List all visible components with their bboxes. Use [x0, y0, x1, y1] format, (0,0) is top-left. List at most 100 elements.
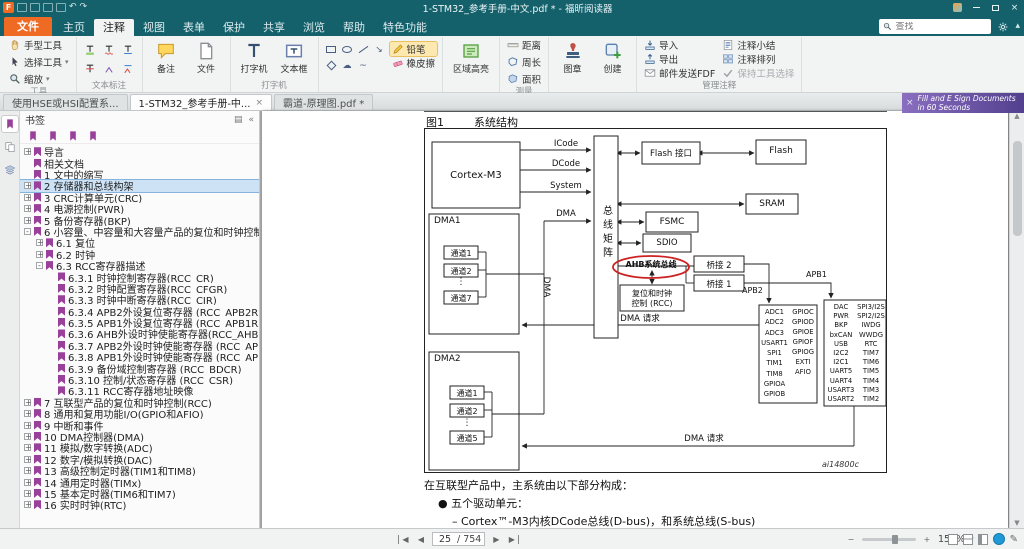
- email-icon[interactable]: [56, 3, 66, 12]
- bookmark-item[interactable]: + 13 高级控制定时器(TIM1和TIM8): [20, 465, 259, 476]
- tab-features[interactable]: 特色功能: [383, 21, 427, 34]
- summarize-comments-button[interactable]: 注释小结: [720, 38, 796, 52]
- first-page-button[interactable]: ◀: [398, 534, 410, 544]
- expander-icon[interactable]: +: [24, 192, 32, 202]
- annotate-status-icon[interactable]: ✎: [1009, 533, 1018, 545]
- expander-icon[interactable]: +: [24, 500, 32, 510]
- oval-shape-button[interactable]: [340, 42, 355, 57]
- expander-icon[interactable]: -: [36, 262, 43, 270]
- replace-text-button[interactable]: [120, 60, 137, 77]
- bookmark-item[interactable]: 6.3.6 AHB外设时钟使能寄存器(RCC_AHBENR): [20, 328, 259, 340]
- zoom-in-button[interactable]: +: [923, 534, 931, 544]
- hand-tool-button[interactable]: 手型工具: [7, 38, 64, 52]
- next-page-button[interactable]: ▶: [493, 534, 500, 544]
- print-icon[interactable]: [43, 3, 53, 12]
- page-thumbnails-button[interactable]: [2, 139, 18, 155]
- zoom-tool-button[interactable]: 缩放▾: [7, 72, 52, 86]
- bookmark-item[interactable]: 6.3.7 APB2外设时钟使能寄存器 (RCC_APB2ENR): [20, 340, 259, 351]
- line-shape-button[interactable]: [356, 42, 371, 57]
- area-highlight-button[interactable]: 区域高亮: [448, 38, 494, 75]
- bookmark-item[interactable]: + 2 存储器和总线构架: [20, 179, 259, 193]
- expand-bookmarks-icon[interactable]: [67, 130, 79, 142]
- red-annotation-ellipse[interactable]: [612, 255, 690, 279]
- bookmark-item[interactable]: + 16 实时时钟(RTC): [20, 499, 259, 511]
- tab-comment[interactable]: 注释: [94, 19, 134, 36]
- tab-home[interactable]: 主页: [63, 21, 85, 34]
- bookmark-item[interactable]: + 8 通用和复用功能I/O(GPIO和AFIO): [20, 408, 259, 419]
- bookmark-item[interactable]: + 4 电源控制(PWR): [20, 203, 259, 214]
- single-page-view-icon[interactable]: [947, 533, 958, 545]
- bookmark-item[interactable]: + 9 中断和事件: [20, 419, 259, 431]
- expander-icon[interactable]: +: [24, 147, 32, 157]
- doc-tab-hse-config[interactable]: 使用HSE或HSI配置系...: [3, 94, 128, 110]
- export-comments-button[interactable]: 导出: [642, 52, 717, 66]
- perimeter-tool-button[interactable]: 周长: [505, 55, 543, 69]
- arrange-comments-button[interactable]: 注释排列: [720, 52, 796, 66]
- bookmark-item[interactable]: 6.3.5 APB1外设复位寄存器 (RCC_APB1RSTR): [20, 317, 259, 328]
- create-button[interactable]: 创建: [594, 38, 631, 75]
- expander-icon[interactable]: +: [24, 420, 32, 430]
- minimize-button[interactable]: [967, 0, 986, 15]
- bookmark-item[interactable]: + 15 基本定时器(TIM6和TIM7): [20, 488, 259, 499]
- tab-form[interactable]: 表单: [183, 21, 205, 34]
- previous-page-button[interactable]: ◀: [417, 534, 425, 544]
- eraser-tool-button[interactable]: 橡皮擦: [390, 56, 438, 70]
- polyline-shape-button[interactable]: ~: [356, 58, 371, 73]
- facing-pages-view-icon[interactable]: [977, 533, 988, 545]
- doc-tab-schematic[interactable]: 霸道-原理图.pdf *: [274, 94, 374, 110]
- delete-bookmark-icon[interactable]: [47, 130, 59, 142]
- bookmarks-panel-button[interactable]: [0, 115, 19, 133]
- expander-icon[interactable]: +: [36, 238, 44, 248]
- close-tab-icon[interactable]: ×: [255, 97, 264, 108]
- open-file-icon[interactable]: [17, 3, 27, 12]
- search-box[interactable]: [879, 19, 992, 34]
- bookmark-item[interactable]: 相关文档: [20, 157, 259, 169]
- strikeout-button[interactable]: [82, 60, 99, 77]
- continuous-view-icon[interactable]: [962, 533, 973, 545]
- expander-icon[interactable]: +: [24, 397, 32, 407]
- new-bookmark-icon[interactable]: [27, 130, 39, 142]
- layers-panel-button[interactable]: [2, 162, 18, 178]
- bookmark-item[interactable]: + 5 备份寄存器(BKP): [20, 214, 259, 226]
- expander-icon[interactable]: +: [24, 181, 32, 191]
- collapse-panel-icon[interactable]: «: [248, 114, 254, 125]
- stamp-button[interactable]: 图章: [554, 38, 591, 75]
- highlight-text-button[interactable]: [82, 41, 99, 58]
- pencil-tool-button[interactable]: 铅笔: [388, 41, 439, 57]
- bookmark-item[interactable]: 6.3.4 APB2外设复位寄存器 (RCC_APB2RSTR): [20, 305, 259, 317]
- undo-icon[interactable]: ↶: [69, 2, 77, 12]
- underline-button[interactable]: [120, 41, 137, 58]
- email-fdf-button[interactable]: 邮件发送FDF: [642, 66, 717, 80]
- bookmark-item[interactable]: 6.3.3 时钟中断寄存器(RCC_CIR): [20, 294, 259, 305]
- expander-icon[interactable]: +: [24, 454, 32, 464]
- bookmark-options-icon[interactable]: [87, 130, 99, 142]
- bookmark-item[interactable]: + 7 互联型产品的复位和时钟控制(RCC): [20, 397, 259, 408]
- bookmark-item[interactable]: 6.3.8 APB1外设时钟使能寄存器 (RCC_APB1ENR): [20, 351, 259, 362]
- tab-view[interactable]: 视图: [143, 21, 165, 34]
- close-banner-icon[interactable]: ×: [906, 98, 914, 108]
- bookmark-item[interactable]: + 6.2 时钟: [20, 249, 259, 260]
- redo-icon[interactable]: ↷: [79, 2, 88, 12]
- arrow-shape-button[interactable]: ↘: [372, 42, 387, 57]
- tab-browse[interactable]: 浏览: [303, 21, 325, 34]
- vertical-scrollbar[interactable]: ▲ ▼: [1009, 111, 1024, 528]
- page-number-input[interactable]: [436, 533, 454, 545]
- pdf-page[interactable]: 图1 系统结构: [262, 111, 1008, 528]
- scroll-up-icon[interactable]: ▲: [1014, 112, 1020, 120]
- last-page-button[interactable]: ▶: [507, 534, 520, 544]
- expander-icon[interactable]: +: [24, 204, 32, 214]
- textbox-button[interactable]: 文本框: [276, 38, 313, 75]
- save-icon[interactable]: [30, 3, 40, 12]
- bookmark-item[interactable]: 6.3.2 时钟配置寄存器(RCC_CFGR): [20, 283, 259, 294]
- expander-icon[interactable]: +: [24, 488, 32, 498]
- expander-icon[interactable]: +: [24, 431, 32, 441]
- collapse-ribbon-icon[interactable]: ▴: [1015, 21, 1020, 31]
- bookmark-item[interactable]: + 3 CRC计算单元(CRC): [20, 192, 259, 203]
- scrollbar-thumb[interactable]: [1012, 141, 1022, 236]
- tab-protect[interactable]: 保护: [223, 21, 245, 34]
- expander-icon[interactable]: +: [24, 477, 32, 487]
- panel-menu-icon[interactable]: ▤: [233, 114, 243, 125]
- insert-text-button[interactable]: [101, 60, 118, 77]
- cloud-shape-button[interactable]: ☁: [340, 58, 355, 73]
- bookmark-item[interactable]: + 14 通用定时器(TIMx): [20, 476, 259, 488]
